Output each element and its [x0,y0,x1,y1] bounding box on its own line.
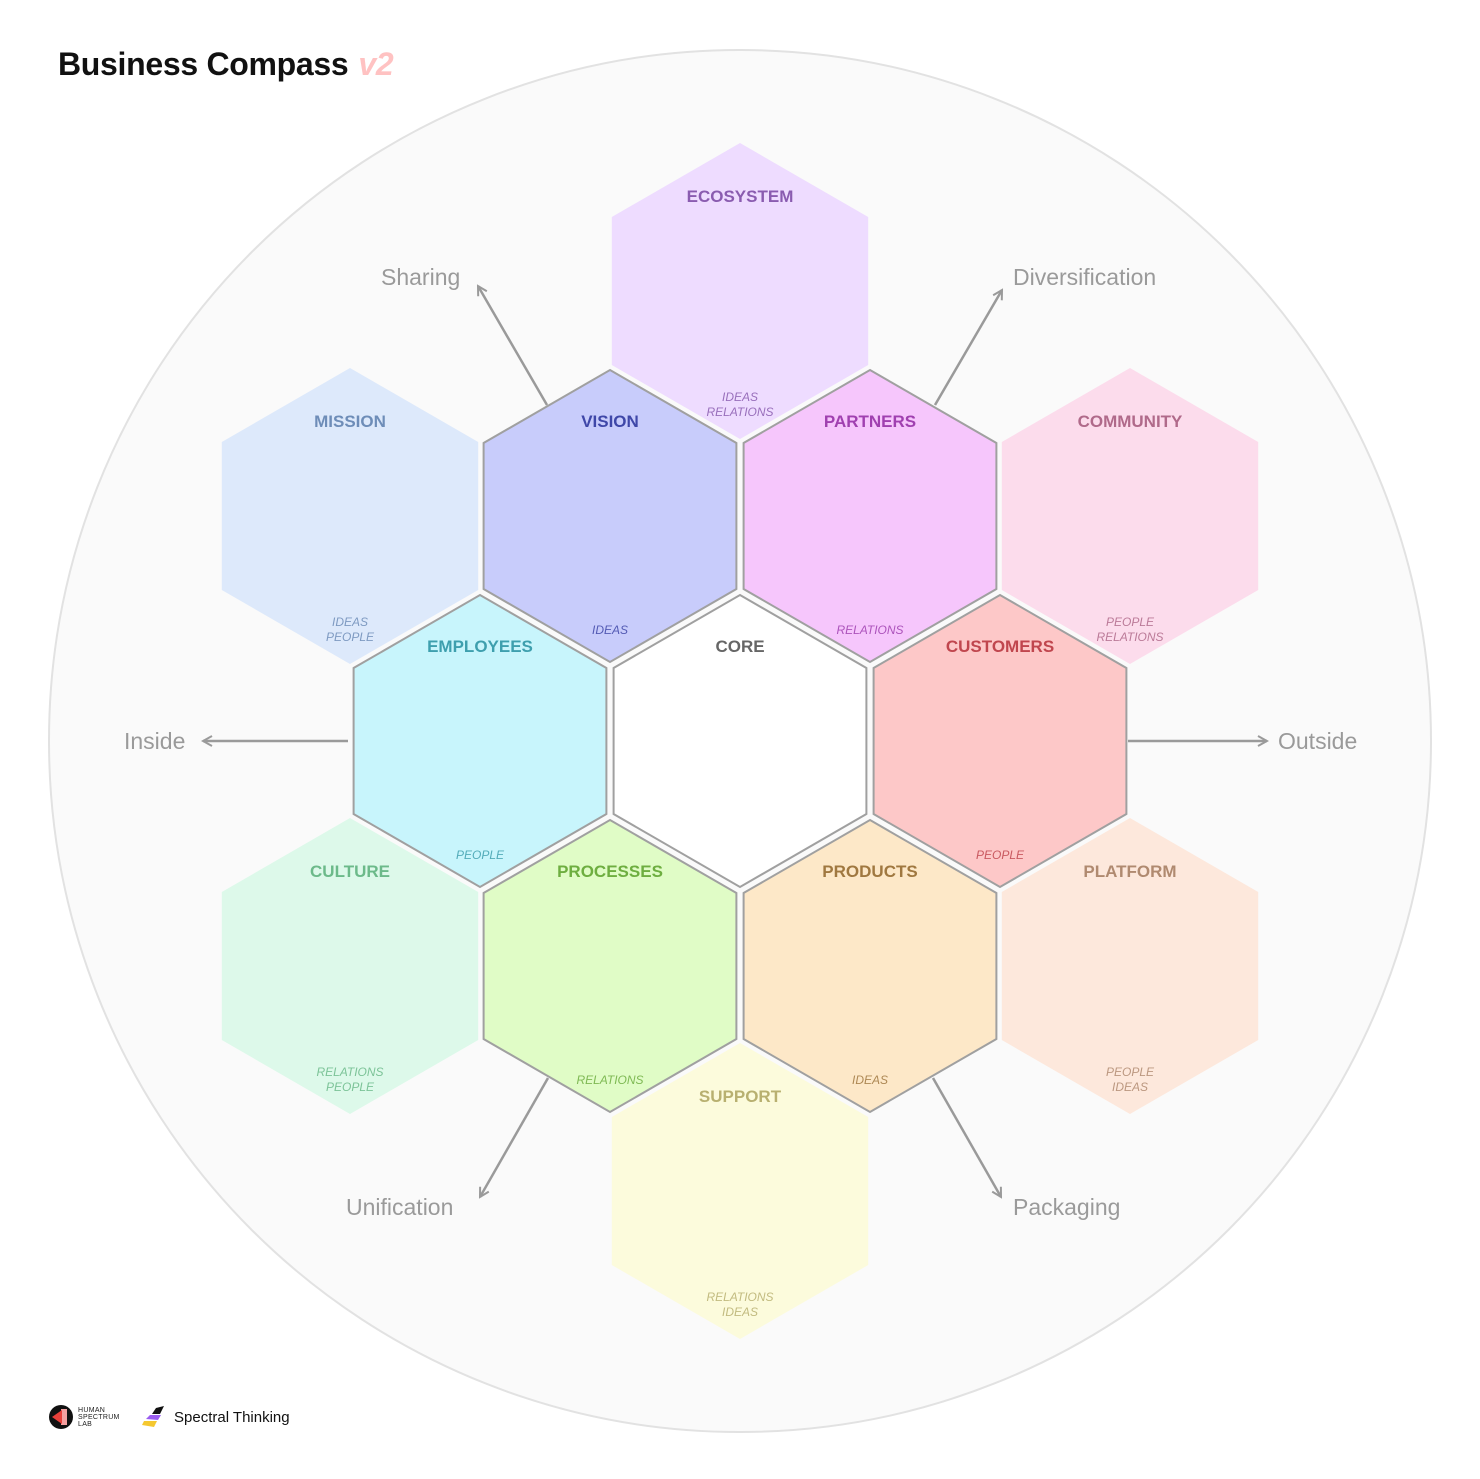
hex-ecosystem-title: ECOSYSTEM [687,187,794,206]
hex-mission-tag: PEOPLE [326,630,375,644]
hex-culture-title: CULTURE [310,862,390,881]
hex-processes-shape [482,818,738,1114]
hex-core[interactable]: CORE [612,593,868,889]
hex-products-tag: IDEAS [852,1073,888,1087]
unification-label: Unification [346,1194,453,1220]
hex-core-shape [612,593,868,889]
hex-support-shape [611,1043,869,1339]
human-spectrum-lab-text: HUMAN SPECTRUM LAB [78,1406,120,1428]
hex-support-tag: IDEAS [722,1305,758,1319]
human-spectrum-lab-icon [49,1405,73,1429]
packaging-arrow [931,1077,1003,1197]
version-badge: v2 [358,46,394,82]
diversification-arrow [933,290,1004,406]
diversification-label: Diversification [1013,264,1156,290]
hex-partners[interactable]: PARTNERS RELATIONS [742,368,998,664]
hex-products[interactable]: PRODUCTS IDEAS [742,818,998,1114]
hex-vision[interactable]: VISION IDEAS [482,368,738,664]
hex-partners-shape [742,368,998,664]
spectral-thinking-logo: Spectral Thinking [142,1406,290,1428]
title-main: Business Compass [58,46,349,82]
spectral-thinking-icon [142,1406,164,1427]
hex-customers[interactable]: CUSTOMERS PEOPLE [872,593,1128,889]
packaging-label: Packaging [1013,1194,1120,1220]
hex-vision-title: VISION [581,412,639,431]
hex-culture-tag: PEOPLE [326,1080,375,1094]
hex-core-title: CORE [715,637,764,656]
hex-employees-shape [352,593,608,889]
hex-platform-tag: PEOPLE [1106,1065,1155,1079]
hex-platform-shape [1001,818,1259,1114]
hex-support-title: SUPPORT [699,1087,782,1106]
hex-ecosystem-shape [611,143,869,439]
footer-logos: HUMAN SPECTRUM LAB Spectral Thinking [48,1404,290,1430]
hex-community-tag: PEOPLE [1106,615,1155,629]
hex-mission-tag: IDEAS [332,615,368,629]
hex-community-shape [1001,368,1259,664]
hex-community-tag: RELATIONS [1096,630,1163,644]
sharing-label: Sharing [381,264,460,290]
hex-support-tag: RELATIONS [706,1290,773,1304]
outside-label: Outside [1278,728,1357,754]
hex-customers-title: CUSTOMERS [946,637,1054,656]
hex-partners-title: PARTNERS [824,412,916,431]
inside-label: Inside [124,728,185,754]
hex-employees-title: EMPLOYEES [427,637,533,656]
hex-ecosystem-tag: IDEAS [722,390,758,404]
hex-customers-tag: PEOPLE [976,848,1025,862]
hex-culture-shape [221,818,479,1114]
sharing-arrow [476,286,549,406]
hex-mission-shape [221,368,479,664]
hex-products-shape [742,818,998,1114]
hex-platform-tag: IDEAS [1112,1080,1148,1094]
hex-culture-tag: RELATIONS [316,1065,383,1079]
spectral-thinking-text: Spectral Thinking [174,1408,290,1426]
hex-processes-title: PROCESSES [557,862,663,881]
hex-mission-title: MISSION [314,412,386,431]
hex-processes[interactable]: PROCESSES RELATIONS [482,818,738,1114]
hex-products-title: PRODUCTS [822,862,917,881]
hex-employees-tag: PEOPLE [456,848,505,862]
hex-customers-shape [872,593,1128,889]
hex-vision-tag: IDEAS [592,623,628,637]
human-spectrum-lab-logo: HUMAN SPECTRUM LAB [48,1404,120,1430]
hex-ecosystem-tag: RELATIONS [706,405,773,419]
hex-platform-title: PLATFORM [1083,862,1176,881]
hex-employees[interactable]: EMPLOYEES PEOPLE [352,593,608,889]
unification-arrow [478,1077,550,1197]
hex-processes-tag: RELATIONS [576,1073,643,1087]
hex-community-title: COMMUNITY [1078,412,1183,431]
hex-vision-shape [482,368,738,664]
hex-partners-tag: RELATIONS [836,623,903,637]
